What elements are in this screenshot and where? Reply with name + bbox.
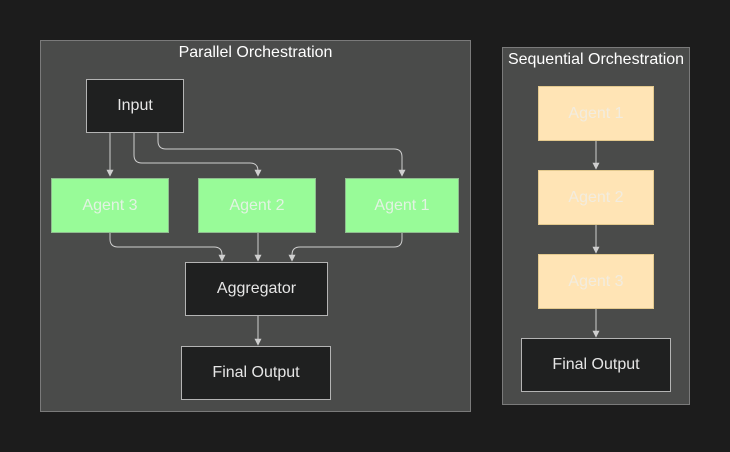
sequential-orchestration-title: Sequential Orchestration	[507, 51, 685, 68]
edge-agent-3-to-aggregator	[109, 233, 226, 262]
aggregator-node: Aggregator	[185, 262, 328, 316]
sequential-agent-1-node: Agent 1	[538, 86, 654, 141]
parallel-orchestration-title: Parallel Orchestration	[178, 44, 333, 61]
parallel-agent-1-node: Agent 1	[345, 178, 459, 233]
parallel-final-output-node: Final Output	[181, 346, 331, 400]
sequential-final-output-node: Final Output	[521, 338, 671, 392]
sequential-agent-2-node: Agent 2	[538, 170, 654, 225]
edge-agent-1-to-aggregator	[288, 233, 403, 262]
edge-input-to-agent-1	[157, 133, 406, 177]
parallel-agent-2-node: Agent 2	[198, 178, 316, 233]
edge-input-to-agent-2	[133, 133, 262, 177]
parallel-agent-3-node: Agent 3	[51, 178, 169, 233]
sequential-agent-3-node: Agent 3	[538, 254, 654, 309]
input-node: Input	[86, 79, 184, 133]
